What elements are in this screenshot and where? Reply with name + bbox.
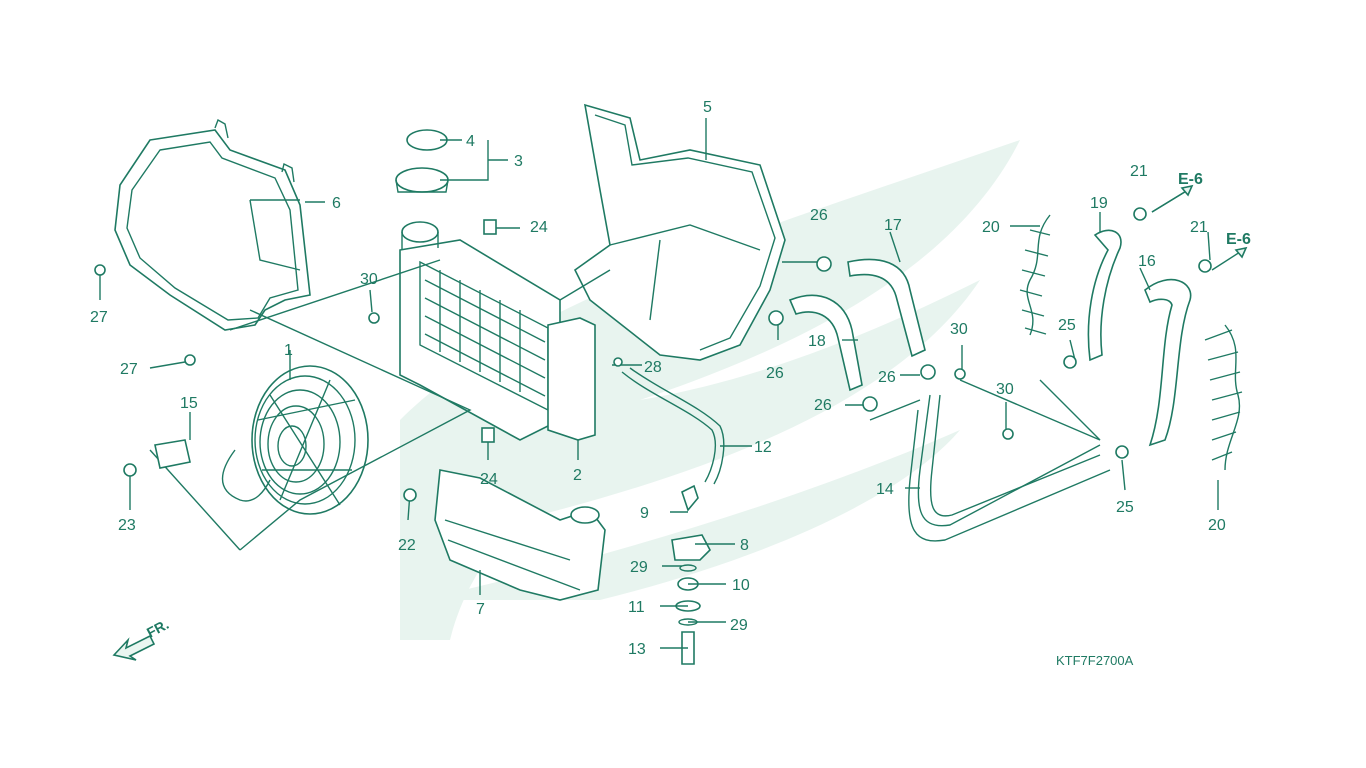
callout-30-c: 30 (996, 381, 1014, 398)
callout-30-a: 30 (360, 271, 378, 288)
part-code: KTF7F2700A (1056, 653, 1134, 668)
water-pipe-14 (908, 394, 1111, 542)
ref-e6-right: E-6 (1226, 231, 1251, 259)
callout-20-a: 20 (982, 219, 1000, 236)
ref-e6-top: E-6 (1151, 171, 1203, 213)
callout-5: 5 (703, 99, 712, 116)
callout-9: 9 (640, 505, 649, 522)
callout-2: 2 (573, 467, 582, 484)
hose-12 (621, 371, 716, 483)
callout-29-a: 29 (630, 559, 648, 576)
callout-15: 15 (180, 395, 198, 412)
callout-6: 6 (332, 195, 341, 212)
callout-26-c: 26 (878, 369, 896, 386)
callout-8: 8 (740, 537, 749, 554)
callout-29-b: 29 (730, 617, 748, 634)
callout-23: 23 (118, 517, 136, 534)
cooling-fan (221, 365, 369, 515)
reserve-tank (434, 469, 606, 601)
callout-26-b: 26 (766, 365, 784, 382)
callout-4: 4 (466, 133, 475, 150)
callout-27-b: 27 (120, 361, 138, 378)
hose-17 (847, 258, 926, 358)
hose-16 (1144, 278, 1192, 447)
callout-10: 10 (732, 577, 750, 594)
overflow-tube-20-a (1019, 214, 1051, 336)
callout-18: 18 (808, 333, 826, 350)
radiator (399, 221, 596, 441)
callout-20-b: 20 (1208, 517, 1226, 534)
callout-7: 7 (476, 601, 485, 618)
callout-14: 14 (876, 481, 894, 498)
ref-label: E-6 (1178, 171, 1203, 188)
overflow-tube-20-b (1204, 324, 1243, 471)
callout-26-a: 26 (810, 207, 828, 224)
callout-12: 12 (754, 439, 772, 456)
callout-25-b: 25 (1116, 499, 1134, 516)
ref-label: E-6 (1226, 231, 1251, 248)
callout-24-b: 24 (480, 471, 498, 488)
callout-11: 11 (628, 599, 645, 616)
hose-18 (788, 294, 863, 392)
callout-30-b: 30 (950, 321, 968, 338)
callouts: 1 2 3 4 5 6 7 8 9 10 11 12 13 14 15 16 1… (90, 99, 1226, 658)
callout-1: 1 (284, 342, 293, 359)
hose-12-outer (629, 367, 725, 485)
callout-21-a: 21 (1130, 163, 1148, 180)
callout-22: 22 (398, 537, 416, 554)
callout-13: 13 (628, 641, 646, 658)
radiator-cover (573, 103, 786, 361)
fan-shroud (114, 118, 311, 331)
callout-24-a: 24 (530, 219, 548, 236)
callout-25-a: 25 (1058, 317, 1076, 334)
callout-16: 16 (1138, 253, 1156, 270)
fasteners (94, 207, 1212, 502)
callout-21-b: 21 (1190, 219, 1208, 236)
callout-17: 17 (884, 217, 902, 234)
front-direction-arrow: FR. (112, 616, 171, 661)
callout-28: 28 (644, 359, 662, 376)
callout-26-d: 26 (814, 397, 832, 414)
callout-27-a: 27 (90, 309, 108, 326)
callout-3: 3 (514, 153, 523, 170)
callout-19: 19 (1090, 195, 1108, 212)
hose-19 (1087, 229, 1122, 362)
